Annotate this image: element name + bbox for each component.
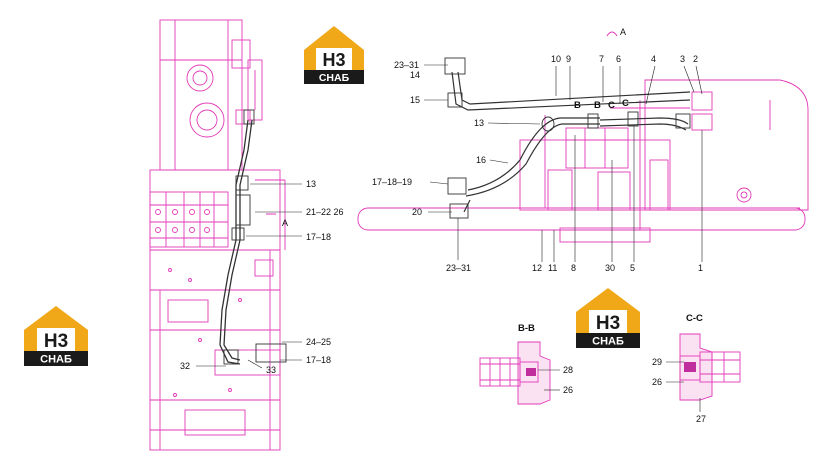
frame-lower	[149, 169, 281, 451]
label-7: 7	[599, 54, 604, 64]
label-11: 11	[548, 263, 557, 273]
label-8: 8	[571, 263, 576, 273]
label-32: 32	[180, 361, 190, 371]
top-leaders	[424, 64, 703, 262]
label-10: 10	[551, 54, 561, 64]
label-c-2: C	[622, 98, 629, 109]
section-b-b: B-B 28 26	[479, 323, 573, 405]
label-15: 15	[410, 95, 420, 105]
label-17-18-side-top: 17–18	[306, 232, 331, 242]
label-a-side: A	[282, 218, 288, 228]
label-28: 28	[563, 365, 573, 375]
hose-16	[467, 117, 600, 191]
label-a-top: A	[620, 27, 626, 37]
label-12: 12	[532, 263, 542, 273]
section-b-b-title: B-B	[518, 323, 535, 334]
side-view	[149, 19, 286, 451]
side-hose	[219, 109, 287, 365]
label-26-cc: 26	[652, 377, 662, 387]
label-20: 20	[412, 207, 422, 217]
valve-bank	[149, 191, 229, 248]
label-13-side: 13	[306, 179, 316, 189]
label-24-25: 24–25	[306, 337, 331, 347]
label-30: 30	[605, 263, 615, 273]
label-13-top: 13	[474, 118, 484, 128]
label-4: 4	[651, 54, 656, 64]
motor-circle-bottom	[189, 102, 225, 138]
label-2: 2	[693, 54, 698, 64]
label-17-18-side-bottom: 17–18	[306, 355, 331, 365]
pipe-14-15	[457, 71, 691, 105]
label-3: 3	[680, 54, 685, 64]
logo-mark: H3	[596, 313, 620, 334]
logo-word: CHAБ	[40, 354, 72, 366]
label-14: 14	[410, 70, 420, 80]
label-c-1: C	[608, 100, 615, 111]
label-9: 9	[566, 54, 571, 64]
label-5: 5	[630, 263, 635, 273]
logo-word: CHAБ	[319, 72, 350, 84]
undercarriage	[357, 207, 806, 231]
logo-mark: H3	[322, 50, 345, 70]
logo-top: H3 CHAБ	[304, 26, 364, 84]
side-leaders	[196, 183, 302, 369]
label-26-bb: 26	[563, 385, 573, 395]
counterweight-circle	[736, 187, 752, 203]
label-33: 33	[266, 365, 276, 375]
frame-upper	[159, 19, 243, 171]
section-c-c: C-C 29 26 27	[652, 313, 741, 424]
motor-circle-top	[186, 64, 214, 92]
label-6: 6	[616, 54, 621, 64]
logo-left: H3 CHAБ	[24, 306, 88, 366]
label-b-2: B	[594, 100, 601, 111]
label-b-1: B	[574, 100, 581, 111]
logo-mark: H3	[44, 331, 68, 352]
section-c-c-title: C-C	[686, 313, 703, 324]
label-27: 27	[696, 414, 706, 424]
top-hoses	[444, 57, 691, 219]
view-a-arrow-top	[606, 31, 618, 37]
logo-word: CHAБ	[592, 336, 624, 348]
top-view	[357, 79, 809, 243]
label-1: 1	[698, 263, 703, 273]
label-23-31-top: 23–31	[394, 60, 419, 70]
logo-center: H3 CHAБ	[576, 288, 640, 348]
label-23-31-bottom: 23–31	[446, 263, 471, 273]
upper-structure	[644, 79, 809, 211]
label-21-22-26: 21–22 26	[306, 207, 344, 217]
label-29: 29	[652, 357, 662, 367]
label-16: 16	[476, 155, 486, 165]
label-17-18-19: 17–18–19	[372, 177, 412, 187]
